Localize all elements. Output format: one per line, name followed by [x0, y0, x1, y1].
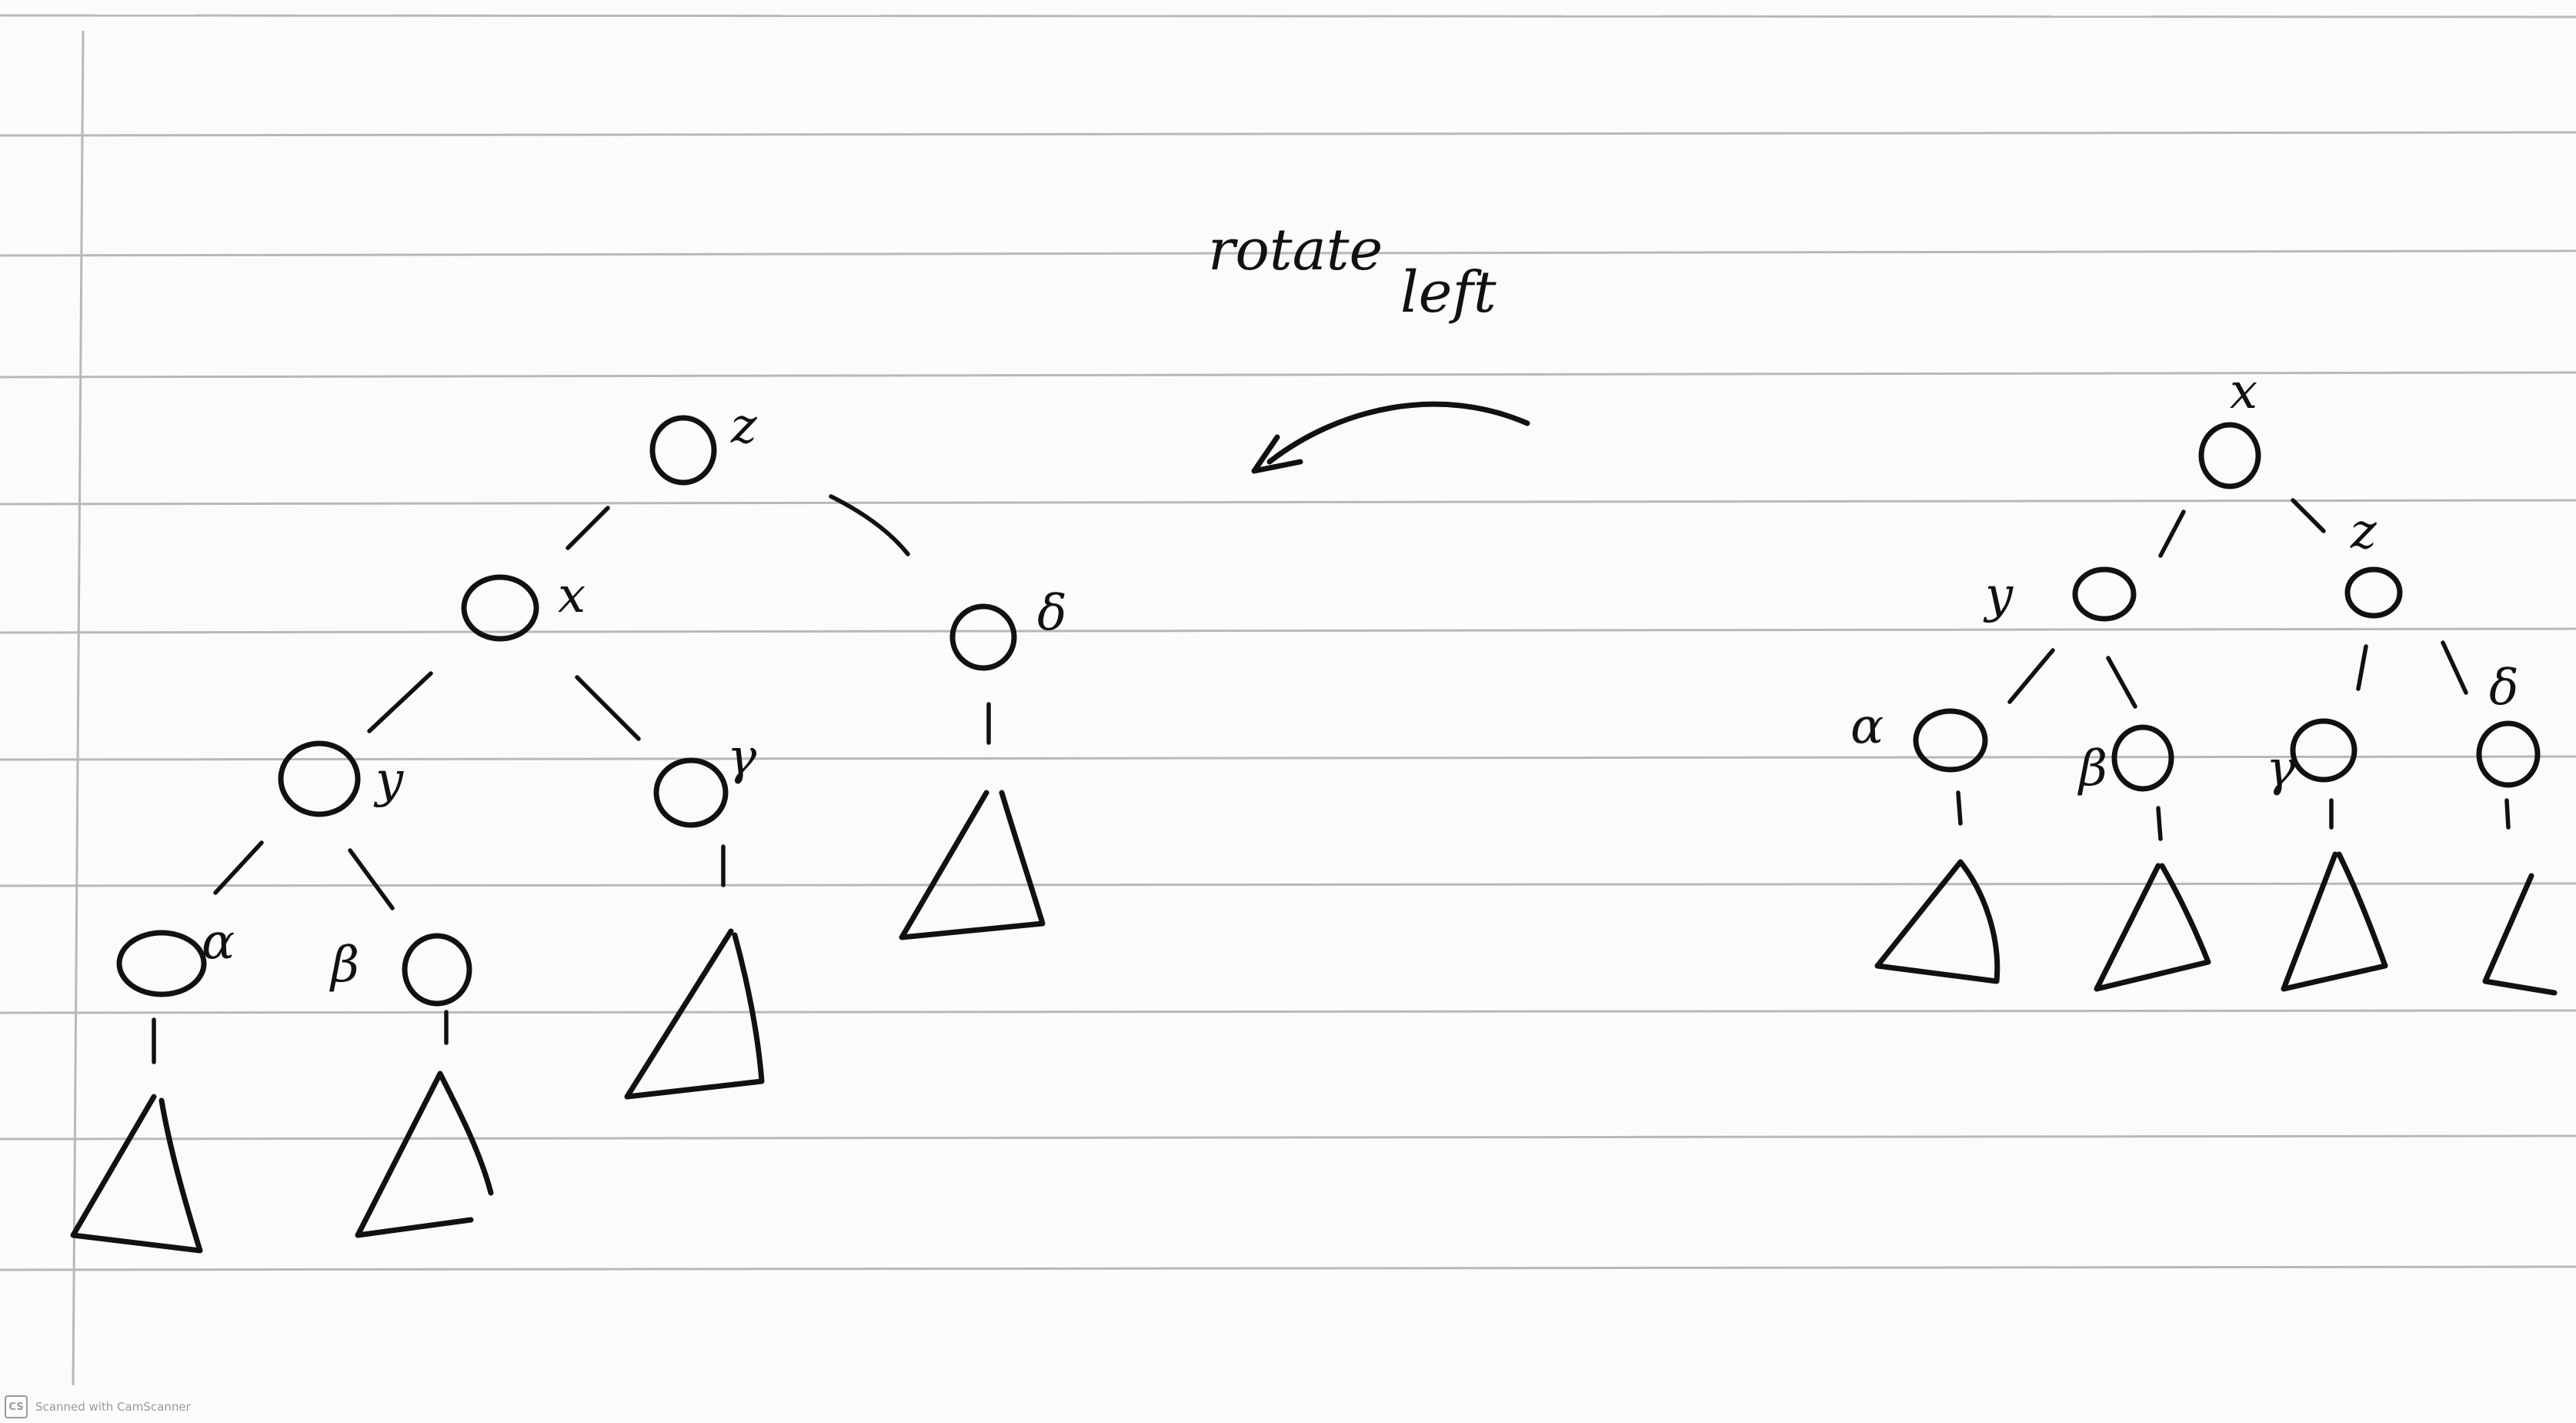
node-alpha [1913, 708, 1988, 773]
subtree-delta [899, 790, 1046, 940]
node-beta [2111, 724, 2174, 792]
node-x [2198, 422, 2261, 489]
label-y: y [373, 752, 404, 809]
label-beta: β [329, 937, 359, 994]
right-tree: x y z α β γ δ [1850, 363, 2558, 996]
subtree-gamma [2281, 851, 2388, 992]
caption-rotate: rotate [1208, 217, 1383, 283]
margin-line [72, 30, 85, 1386]
node-x [461, 574, 539, 642]
label-gamma: γ [2266, 740, 2296, 797]
node-delta [949, 603, 1017, 671]
node-y [278, 740, 361, 817]
rotation-arrow [1251, 401, 1530, 474]
watermark-text: Scanned with CamScanner [35, 1400, 191, 1414]
subtree-beta [2094, 863, 2211, 992]
subtree-beta [355, 1071, 494, 1238]
label-delta: δ [2489, 660, 2519, 717]
node-z [649, 415, 717, 486]
caption-left: left [1400, 259, 1497, 326]
label-alpha: α [1850, 698, 1884, 755]
label-beta: β [2077, 740, 2107, 797]
camscanner-logo-icon: CS [5, 1395, 28, 1418]
node-gamma [2290, 718, 2357, 783]
scanner-watermark: CS Scanned with CamScanner [5, 1395, 191, 1418]
subtree-alpha [70, 1094, 203, 1254]
label-x: x [2230, 363, 2257, 420]
label-alpha: α [202, 914, 235, 970]
node-gamma [653, 757, 729, 828]
label-z: z [730, 398, 758, 455]
node-z [2344, 566, 2403, 619]
label-delta: δ [1037, 585, 1067, 642]
subtree-alpha [1874, 859, 2000, 984]
node-delta [2476, 720, 2541, 788]
subtree-delta [2482, 873, 2558, 996]
node-beta [402, 933, 472, 1007]
subtree-gamma [624, 928, 765, 1100]
node-y [2072, 566, 2137, 622]
label-gamma: γ [727, 729, 757, 786]
node-alpha [116, 930, 207, 997]
rotate-left-caption: rotate left [1208, 217, 1497, 326]
left-tree: z x δ y γ α β [70, 398, 1067, 1254]
label-x: x [558, 567, 586, 624]
ruled-lines [0, 14, 2576, 1386]
label-y: y [1983, 567, 2014, 624]
label-z: z [2350, 503, 2377, 560]
